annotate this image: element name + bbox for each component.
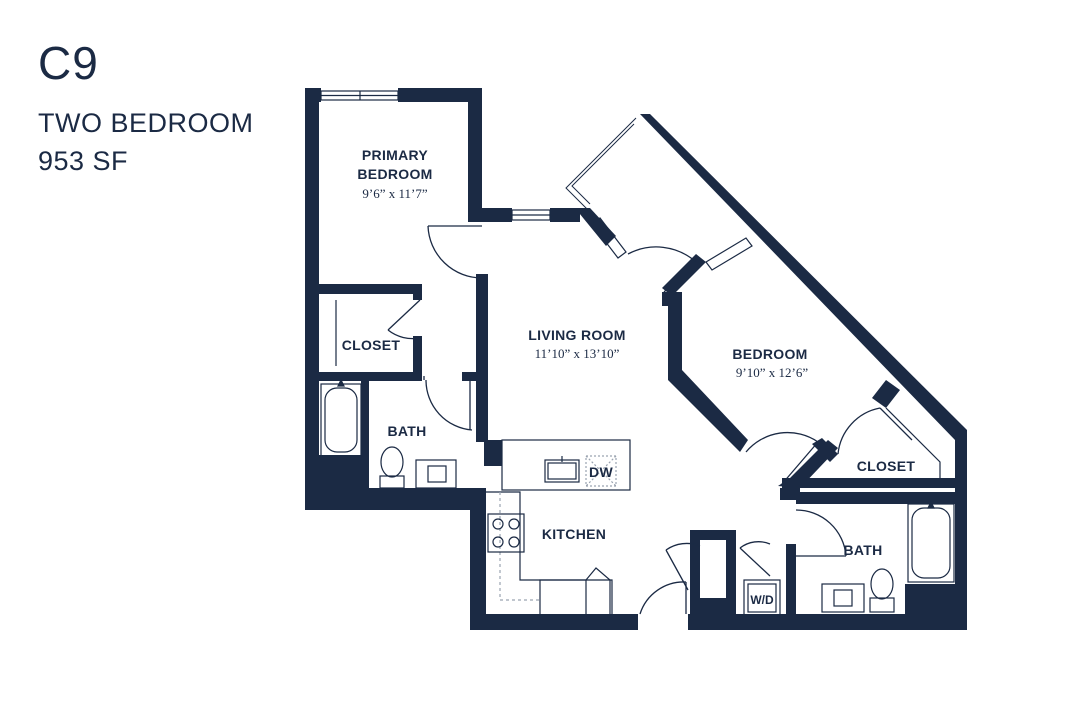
wall-closet-right-lower	[413, 336, 422, 378]
kitchen-island	[501, 439, 631, 491]
doors	[387, 225, 913, 615]
living-room-dims: 11’10” x 13’10”	[535, 346, 620, 361]
toilet-2	[869, 568, 895, 613]
wall-right-outer	[955, 430, 967, 630]
bathtub-1	[320, 383, 362, 457]
wall-bottom-mid	[688, 614, 966, 630]
wall-bath2-top-left	[780, 488, 800, 500]
wall-closet2-top-diag	[872, 380, 900, 408]
room-labels: PRIMARY BEDROOM 9’6” x 11’7” CLOSET BATH…	[342, 147, 916, 607]
wall-laundry-bottom-block	[690, 598, 736, 618]
kitchen-counter	[486, 491, 613, 614]
bedroom-dims: 9’10” x 12’6”	[736, 365, 808, 380]
washer-dryer-label: W/D	[750, 593, 774, 607]
wall-laundry-left	[690, 530, 700, 618]
primary-bedroom-label-1: PRIMARY	[362, 147, 429, 163]
closet-2-label: CLOSET	[857, 458, 916, 474]
wall-bath2-right-block	[905, 584, 967, 630]
wall-bedroom-left-stub	[662, 292, 682, 306]
wall-kitchen-top	[484, 440, 502, 466]
bath-1-label: BATH	[387, 423, 426, 439]
unit-type: TWO BEDROOM	[38, 108, 254, 138]
walls	[305, 88, 967, 630]
wall-primary-living-lower	[476, 274, 488, 442]
wall-closet2-bottom	[782, 478, 956, 488]
bathtub-2	[907, 503, 955, 583]
refrigerator	[539, 579, 587, 617]
window-bedroom	[705, 237, 753, 271]
wall-bottom-kitchen	[470, 614, 638, 630]
dishwasher	[585, 455, 617, 487]
sink-2	[821, 583, 865, 613]
living-room-label: LIVING ROOM	[528, 327, 625, 343]
window-balcony-door	[591, 217, 627, 259]
unit-header: C9 TWO BEDROOM 953 SF	[38, 38, 254, 178]
wall-closet-right	[413, 284, 422, 300]
wall-closet-top	[319, 284, 421, 294]
dishwasher-label: DW	[589, 464, 613, 480]
wall-bath1-door-side	[462, 372, 476, 381]
wall-primary-right	[468, 88, 482, 222]
unit-size: 953 SF	[38, 146, 129, 176]
balcony	[565, 117, 637, 213]
wall-living-diag-upper	[575, 208, 616, 246]
primary-bedroom-label-2: BEDROOM	[357, 166, 432, 182]
wall-bedroom-left-diag	[668, 302, 748, 452]
wall-kitchen-left	[470, 488, 486, 630]
wall-bath1-bottom-block	[305, 455, 365, 510]
primary-bedroom-dims: 9’6” x 11’7”	[362, 186, 427, 201]
windows	[320, 90, 753, 271]
wall-bedroom-top-diag	[662, 254, 706, 296]
kitchen-label: KITCHEN	[542, 526, 606, 542]
wall-top-primary-right	[398, 88, 478, 102]
wall-living-top-right	[550, 208, 580, 222]
fixtures	[320, 300, 955, 617]
wall-left-outer	[305, 88, 319, 508]
wall-top-primary	[305, 88, 321, 102]
bedroom-label: BEDROOM	[732, 346, 807, 362]
unit-code: C9	[38, 37, 99, 89]
wall-bath1-left-inner	[361, 381, 369, 489]
sink-1	[415, 459, 457, 489]
wall-laundry-mid	[726, 530, 736, 618]
bath-2-label: BATH	[843, 542, 882, 558]
wall-living-top-left	[468, 208, 512, 222]
wall-closet-bath	[319, 372, 422, 381]
wall-closet2-left	[778, 440, 838, 488]
wall-laundry-top	[690, 530, 736, 540]
toilet-1	[379, 446, 405, 489]
wall-bath2-top	[796, 492, 966, 504]
closet-1-label: CLOSET	[342, 337, 401, 353]
washer-dryer	[743, 579, 781, 617]
stove	[487, 513, 525, 553]
wall-diag-outer	[640, 114, 967, 440]
wall-wd-right	[786, 544, 796, 616]
